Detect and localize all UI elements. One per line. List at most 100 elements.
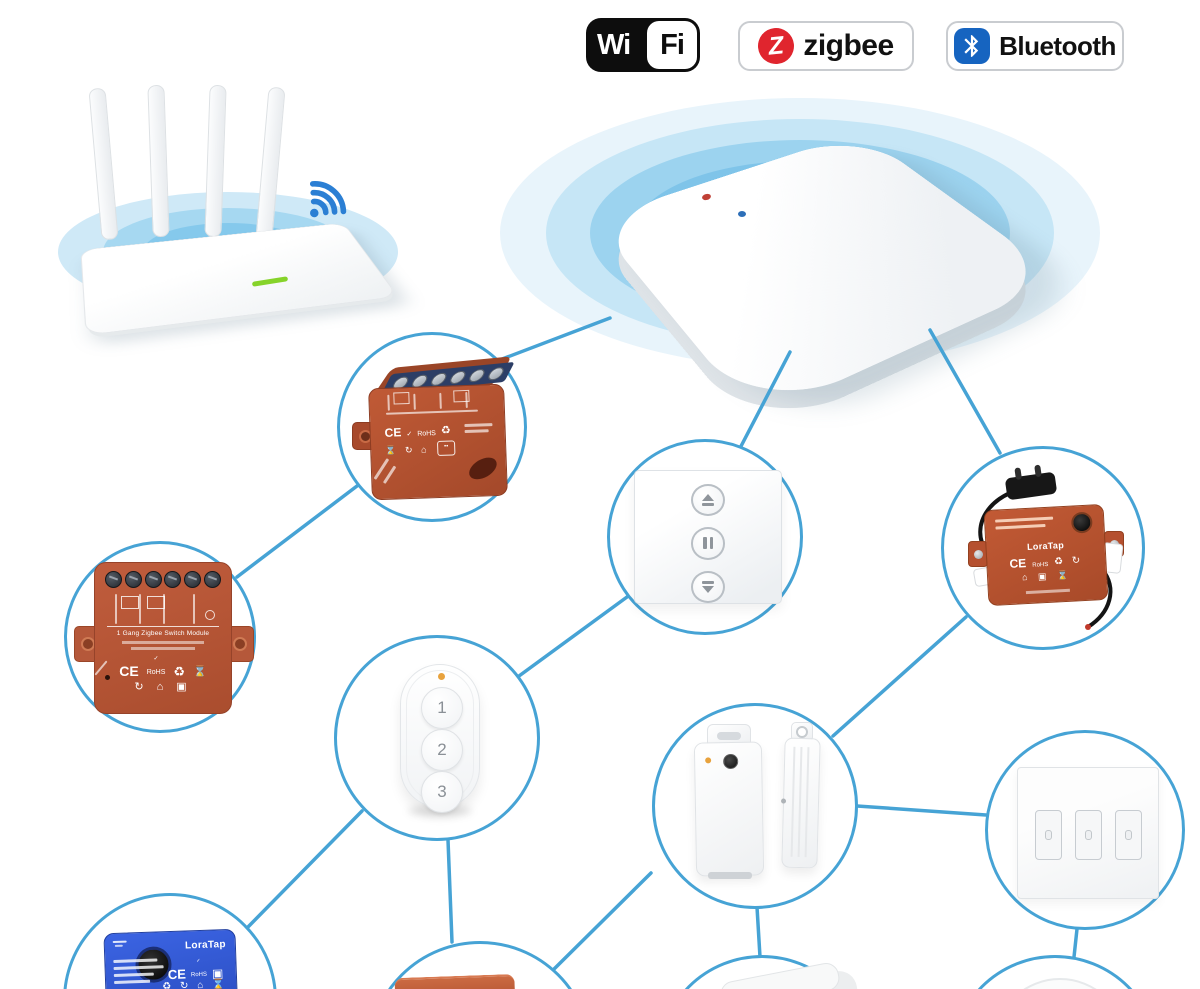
node-remote: 1 2 3: [334, 635, 540, 841]
node-door-sensor: [652, 703, 858, 909]
compliance-icons: ♻ ↻ ⌂ ⌛: [162, 979, 228, 989]
zigbee-logo-badge: Z zigbee: [738, 21, 914, 71]
zigbee-label: zigbee: [803, 29, 894, 62]
mounting-screw: [973, 549, 983, 559]
button-indicator: [1084, 830, 1092, 840]
terminal-screw: [466, 368, 487, 383]
box-icon: ▣: [211, 966, 224, 981]
wall-switch-buttons: [1018, 810, 1158, 860]
antenna-icon: [114, 944, 123, 947]
spec-text-bar: [114, 979, 151, 984]
model-text-bar: [995, 516, 1054, 523]
remote-button-3-label: 3: [437, 782, 447, 801]
terminal-screw: [144, 571, 162, 588]
wiring-diagram-line: [163, 594, 165, 624]
terminal-screw: [124, 571, 142, 588]
door-window-sensor: [683, 720, 833, 890]
node-bottom-module: [368, 941, 592, 989]
wiring-diagram-line: [387, 394, 390, 411]
curtain-open-button: [691, 484, 725, 517]
sensor-tab-slot: [717, 732, 741, 740]
wifi-logo-badge: Wi Fi: [586, 18, 700, 72]
button-indicator: [1044, 830, 1052, 840]
model-text-bar: [464, 423, 493, 427]
module-title: 1 Gang Zigbee Switch Module: [116, 630, 210, 637]
check-icon: ✓: [153, 655, 159, 662]
line-curtain-remote: [517, 595, 629, 678]
wifi-signal-icon: [309, 181, 347, 218]
zigbee-icon: Z: [756, 26, 797, 66]
rohs-mark: ✓ RoHS: [147, 656, 166, 678]
node-switch-module-front: 1 Gang Zigbee Switch Module CE ✓RoHS ♻ ⌛…: [64, 541, 256, 733]
brand-label: LoraTap: [184, 939, 227, 952]
model-text-bar: [995, 523, 1046, 530]
wiring-diagram-line: [193, 594, 195, 624]
magnet-screw: [780, 798, 787, 804]
wall-switch-button-3: [1114, 810, 1142, 860]
relay-button: [1070, 511, 1093, 534]
wiring-diagram-line: [439, 392, 442, 409]
wiring-diagram: [107, 592, 219, 627]
terminal-screw: [485, 366, 506, 381]
curtain-switch-panel: [634, 470, 782, 604]
magnet-ridge: [790, 746, 795, 857]
line-sensor-bottom-left: [545, 871, 653, 978]
terminal-screw: [203, 571, 221, 588]
wall-switch-panel: [1017, 767, 1159, 899]
check-icon: ✓: [406, 430, 413, 439]
bluetooth-logo-badge: Bluetooth: [946, 21, 1124, 71]
node-bottom-round-device: [950, 955, 1160, 989]
check-icon: ✓: [196, 957, 201, 965]
wire-hole: [465, 453, 501, 484]
made-in-bar: [989, 587, 1107, 596]
wifi-relay: LoraTap CE ✓RoHS ▣ ♻ ↻ ⌂ ⌛: [101, 928, 243, 989]
remote-button-2: 2: [421, 729, 463, 771]
line-moduleA-moduleB: [235, 484, 359, 579]
line-wallswitch-bottom: [1072, 927, 1079, 959]
round-device-outer: [993, 978, 1127, 989]
wiring-diagram-lamp: [205, 610, 215, 620]
orange-module-partial: [394, 973, 516, 989]
compliance-icons-2: ⌂ ▣ ⌛: [1021, 569, 1073, 583]
node-curtain-switch: [607, 439, 803, 635]
sensor-led: [705, 757, 712, 764]
pairing-button: [105, 675, 110, 680]
model-text-bar: [122, 640, 204, 644]
module-body: 1 Gang Zigbee Switch Module CE ✓RoHS ♻ ⌛…: [94, 562, 232, 714]
node-wall-switch: [985, 730, 1185, 930]
relay-with-plug: LoraTap CE RoHS ♻ ↻ ⌂ ▣ ⌛: [944, 449, 1148, 653]
arrow-up-icon: [702, 494, 714, 502]
wiring-diagram-box: [121, 596, 139, 609]
switch-module-3d: CE ✓ RoHS ♻ ⌛ ↻ ⌂ ••: [352, 356, 515, 501]
arrow-down-icon: [702, 585, 714, 593]
sensor-main-body: [693, 741, 765, 877]
bluetooth-icon: [954, 28, 991, 64]
antenna-icon: [112, 940, 127, 944]
terminal-screw: [447, 369, 468, 385]
mounting-ear: [968, 541, 988, 567]
wire-tip: [1085, 624, 1091, 630]
text-bar: [1025, 588, 1070, 595]
model-text-bar: [464, 429, 489, 433]
arrow-down-bar: [702, 581, 714, 584]
wiring-diagram-box: [453, 389, 470, 403]
arrow-up-bar: [702, 503, 714, 506]
module-front-face: CE ✓ RoHS ♻ ⌛ ↻ ⌂ ••: [368, 383, 508, 501]
terminal-screw: [105, 571, 122, 588]
pause-icon: [703, 537, 707, 550]
terminal-screw: [428, 371, 449, 387]
wifi-logo-text-wi: Wi: [597, 28, 631, 61]
line-sensor-bottom: [755, 905, 762, 959]
node-wifi-relay: LoraTap CE ✓RoHS ▣ ♻ ↻ ⌂ ⌛: [63, 893, 277, 989]
ce-mark: CE: [167, 966, 187, 983]
bluetooth-label: Bluetooth: [999, 30, 1116, 61]
certification-marks: CE ✓RoHS ♻ ⌛: [95, 656, 231, 678]
compliance-icons: ⌛ ↻ ⌂: [385, 444, 430, 456]
wiring-diagram-line: [413, 393, 416, 410]
ce-mark: CE: [384, 425, 402, 440]
button-indicator: [1124, 830, 1132, 840]
rohs-text: RoHS: [146, 668, 166, 676]
recycle-icon: ♻: [173, 663, 186, 679]
sensor-magnet: [780, 737, 821, 869]
terminal-screw: [164, 571, 182, 588]
